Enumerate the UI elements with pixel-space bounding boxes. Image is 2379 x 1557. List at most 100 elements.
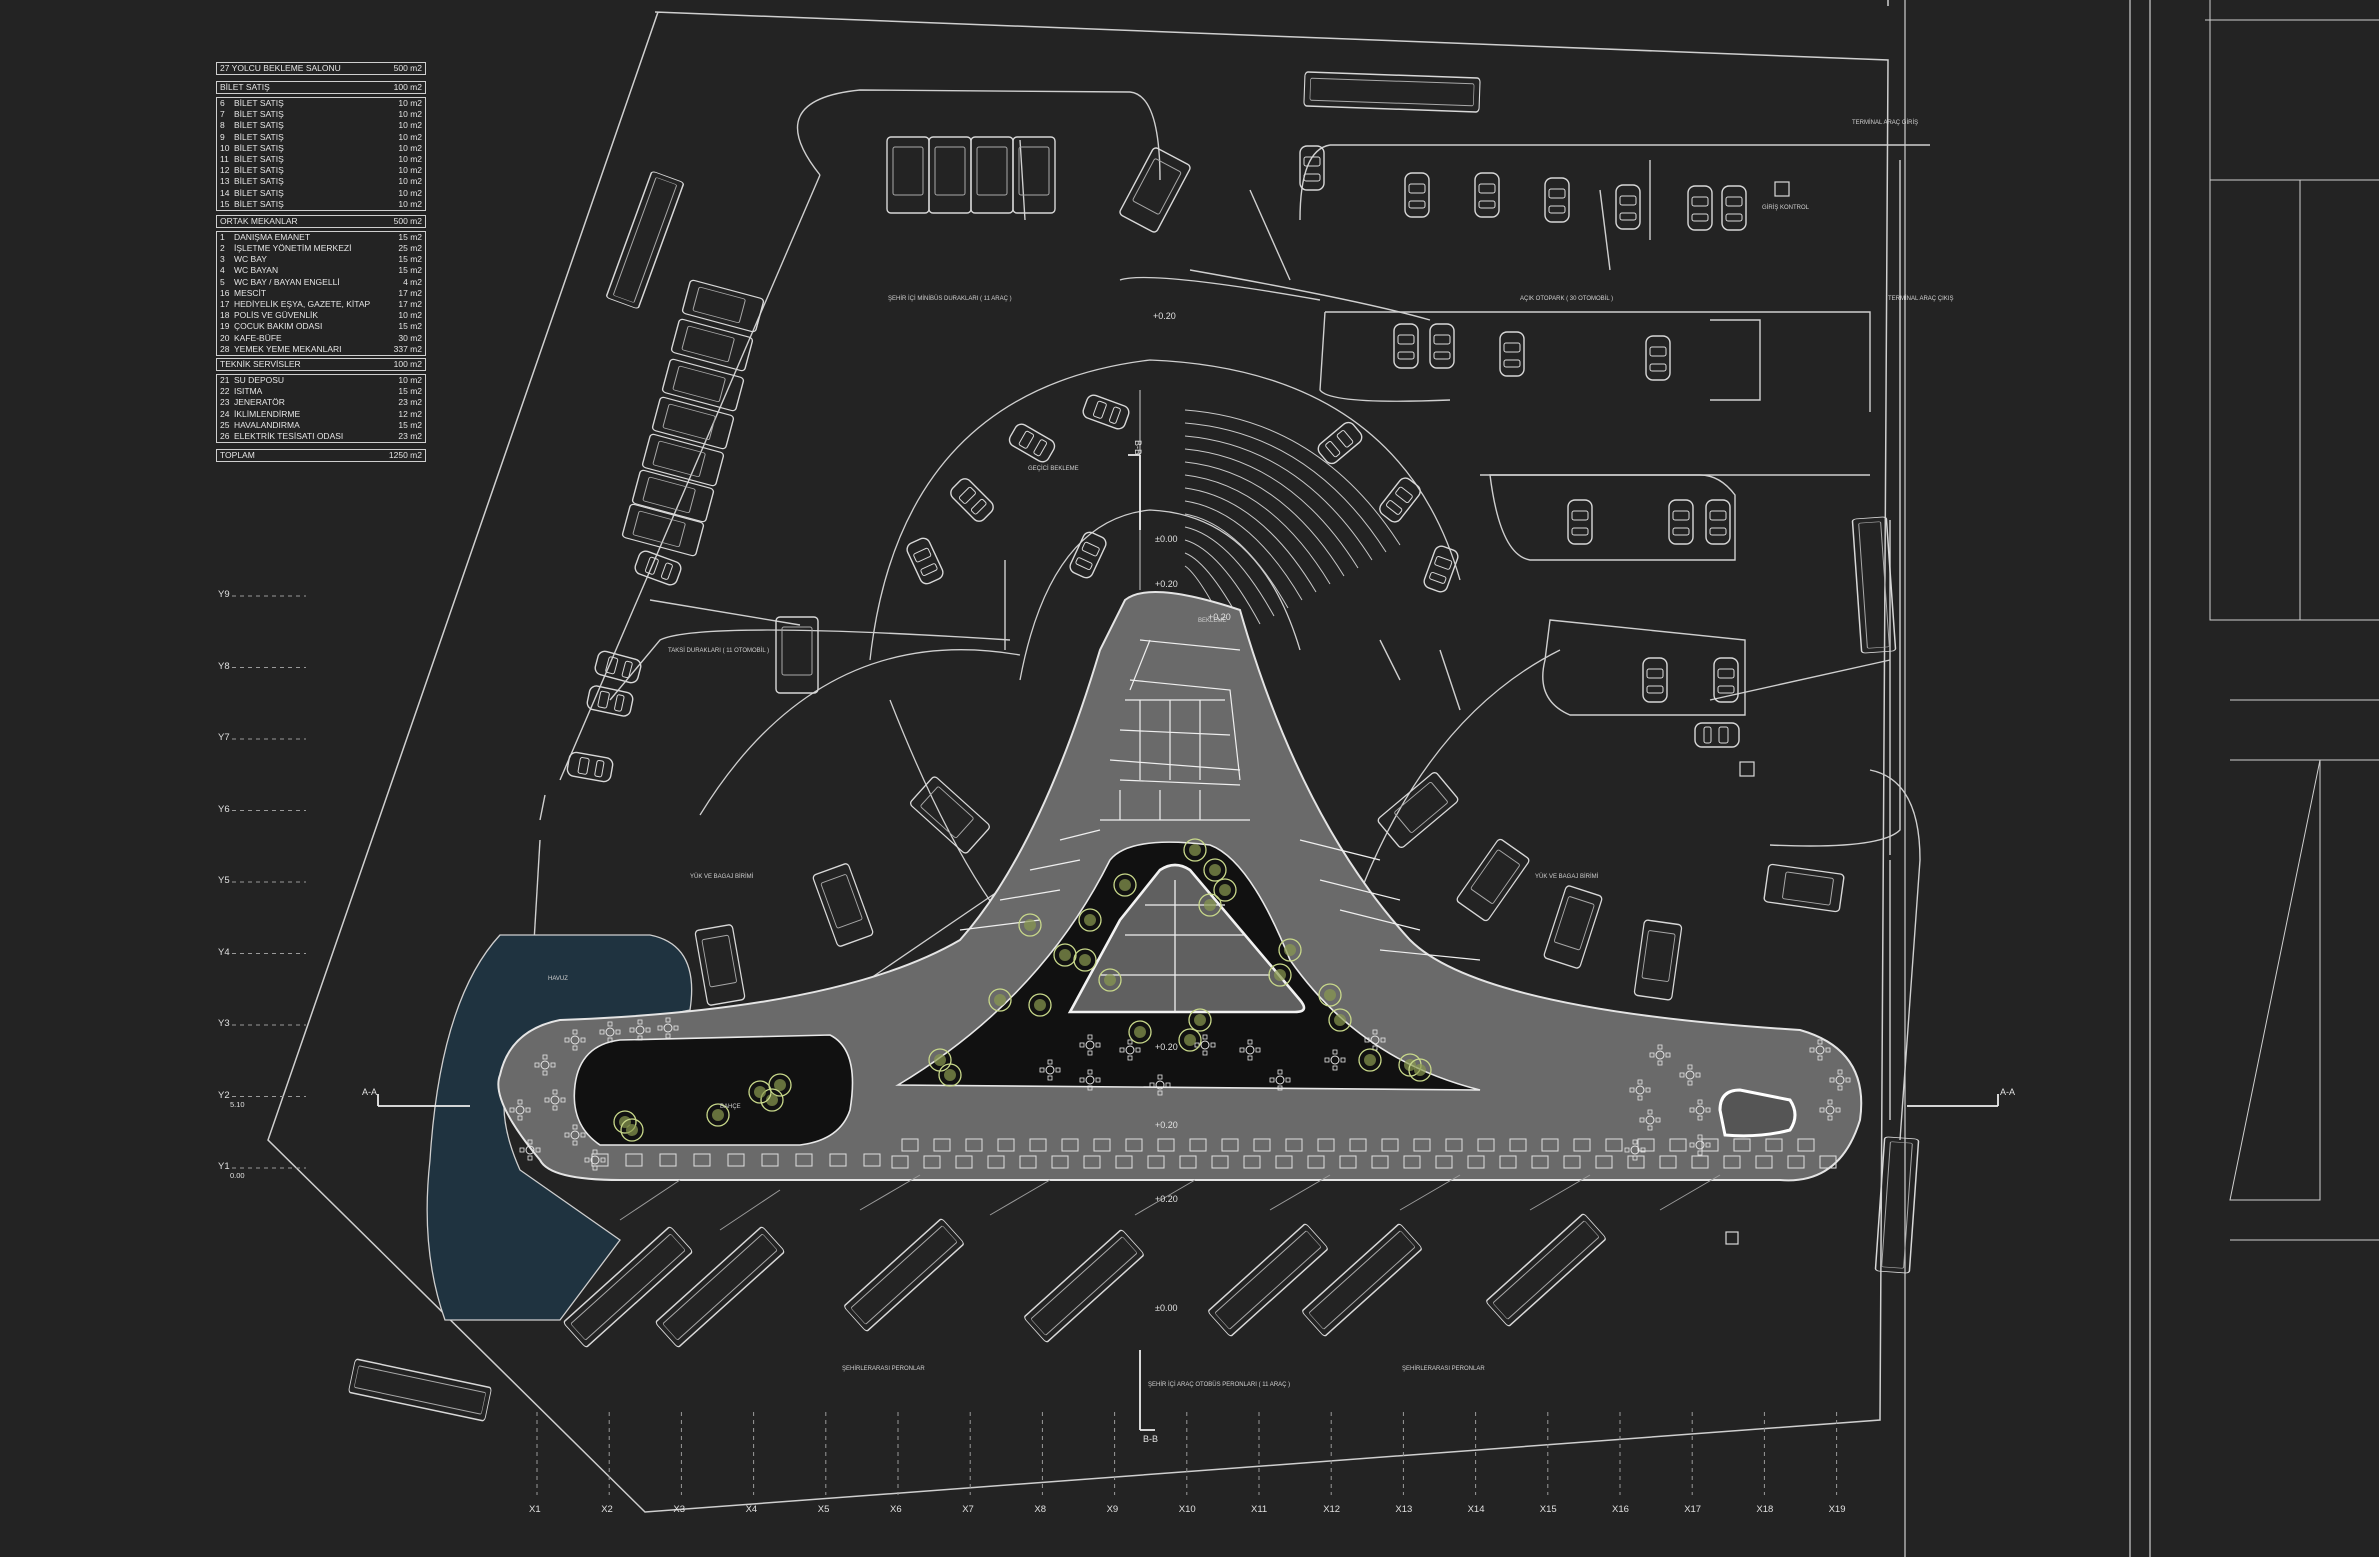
y-axis-label: Y2 [218, 1089, 230, 1101]
label-transit: GEÇİCİ BEKLEME [1028, 466, 1079, 472]
ticket-header: BİLET SATIŞ 100 m2 [216, 81, 426, 94]
label-platform-left: YÜK VE BAGAJ BİRİMİ [690, 874, 754, 880]
level-upper-5: +0.20 [1155, 1120, 1178, 1130]
level-upper-3: +0.20 [1208, 612, 1231, 622]
x-axis-label: X17 [1684, 1504, 1702, 1515]
y-axis-label: Y9 [218, 589, 230, 600]
label-city-minibus: ŞEHİR İÇİ MİNİBÜS DURAKLARI ( 11 ARAÇ ) [888, 296, 1012, 302]
grid-lines [536, 1412, 1838, 1495]
section-aa-right: A-A [2000, 1087, 2016, 1097]
label-exit: TERMİNAL ARAÇ ÇIKIŞ [1888, 296, 1954, 302]
x-axis-label: X14 [1467, 1504, 1485, 1515]
section-bb-bottom: B-B [1143, 1434, 1159, 1444]
waiting-hall-row: 27 YOLCU BEKLEME SALONU 500 m2 [216, 62, 426, 75]
y-axis-label: Y5 [218, 875, 230, 886]
y-axis-label: Y3 [218, 1018, 230, 1029]
level-upper: +0.20 [1153, 311, 1176, 321]
label-intercity-right: ŞEHİRLERARASI PERONLAR [1402, 1366, 1485, 1372]
x-axis-label: X11 [1251, 1504, 1268, 1515]
label-garden: BAHÇE [720, 1104, 741, 1110]
central-block-partitions [1100, 880, 1270, 1012]
x-axis-label: X2 [601, 1504, 613, 1515]
x-axis-label: X5 [817, 1504, 830, 1515]
y-axis-elevation: 0.00 [230, 1171, 245, 1180]
site-boundary [267, 0, 2379, 1557]
level-zero-bottom: ±0.00 [1155, 1303, 1178, 1313]
y-axis-label: Y8 [218, 660, 230, 672]
y-axis-label: Y1 [218, 1161, 230, 1172]
y-axis-elevation: 5.10 [230, 1099, 245, 1109]
level-zero-top: ±0.00 [1155, 534, 1178, 544]
x-axis-label: X18 [1756, 1504, 1774, 1515]
area-schedule: 27 YOLCU BEKLEME SALONU 500 m2 BİLET SAT… [216, 62, 426, 463]
amphitheatre-steps [1139, 390, 1401, 641]
wing-rooms [959, 639, 1481, 961]
x-axis-label: X13 [1395, 1504, 1413, 1515]
pond [426, 934, 693, 1321]
y-axis-label: Y7 [218, 732, 230, 743]
control-booth [1725, 181, 1790, 1245]
x-axis-label: X16 [1612, 1504, 1629, 1515]
y-axis-label: Y4 [218, 946, 230, 958]
level-upper-6: +0.20 [1155, 1194, 1178, 1204]
total-row: TOPLAM 1250 m2 [216, 449, 426, 463]
x-axis-label: X15 [1539, 1504, 1557, 1515]
right-pavilion [1718, 1088, 1797, 1138]
label-waiting-small: BEKLEME [1198, 618, 1227, 624]
road-curbs [529, 89, 1930, 1141]
x-axis-label: X1 [529, 1504, 541, 1515]
level-upper-4: +0.20 [1155, 1042, 1178, 1052]
label-pool: HAVUZ [548, 976, 568, 982]
section-markers [377, 454, 1999, 1431]
label-control: GİRİŞ KONTROL [1762, 205, 1810, 211]
x-axis-label: X4 [745, 1504, 758, 1515]
technical-header: TEKNİK SERVİSLER 100 m2 [216, 357, 426, 371]
x-axis-label: X6 [890, 1504, 902, 1515]
x-axis-label: X9 [1106, 1504, 1119, 1515]
grid-lines-y [232, 595, 306, 1169]
x-axis-label: X8 [1034, 1504, 1047, 1515]
section-aa-left: A-A [362, 1087, 378, 1097]
x-axis-label: X3 [673, 1504, 686, 1515]
y-axis-label: Y6 [218, 803, 230, 815]
label-intercity-left: ŞEHİRLERARASI PERONLAR [842, 1366, 925, 1372]
courtyard-left [573, 1034, 854, 1146]
x-axis-label: X10 [1178, 1504, 1196, 1515]
label-platform-right: YÜK VE BAGAJ BİRİMİ [1535, 874, 1599, 880]
label-entry: TERMİNAL ARAÇ GİRİŞ [1852, 120, 1919, 126]
bus-bays [619, 1174, 1721, 1231]
label-taxi: TAKSİ DURAKLARI ( 11 OTOMOBİL ) [668, 648, 770, 654]
common-header: ORTAK MEKANLAR 500 m2 [216, 214, 426, 228]
x-axis-label: X12 [1323, 1504, 1341, 1515]
x-axis-label: X19 [1828, 1504, 1846, 1515]
level-upper-2: +0.20 [1155, 579, 1178, 589]
